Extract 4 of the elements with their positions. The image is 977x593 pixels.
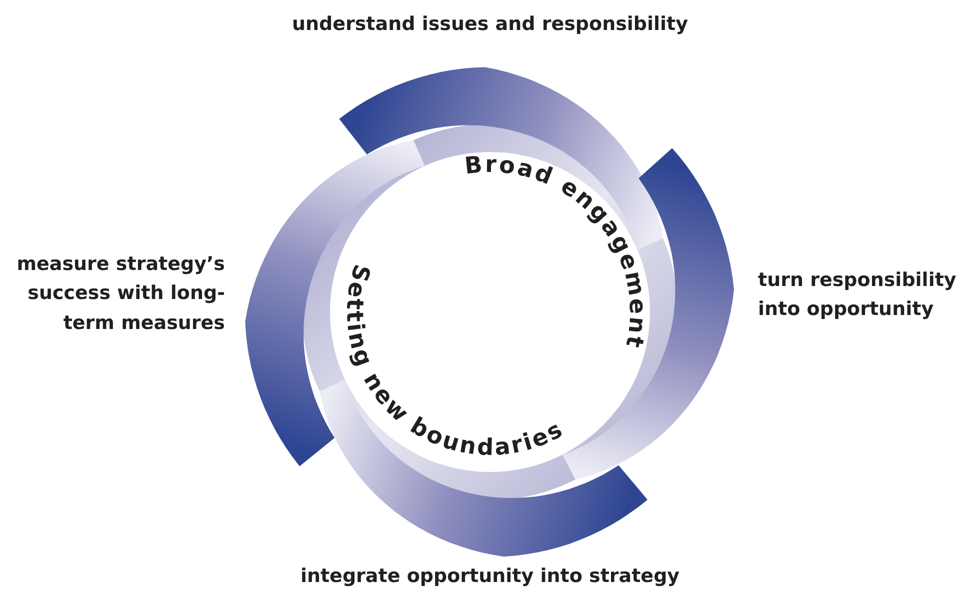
step-label: integrate opportunity into strategy <box>299 564 681 589</box>
step-label: understand issues and responsibility <box>290 12 690 37</box>
step-label: measure strategy’s success with long-term measures <box>16 252 225 336</box>
step-label: turn responsibility into opportunity <box>758 268 958 322</box>
